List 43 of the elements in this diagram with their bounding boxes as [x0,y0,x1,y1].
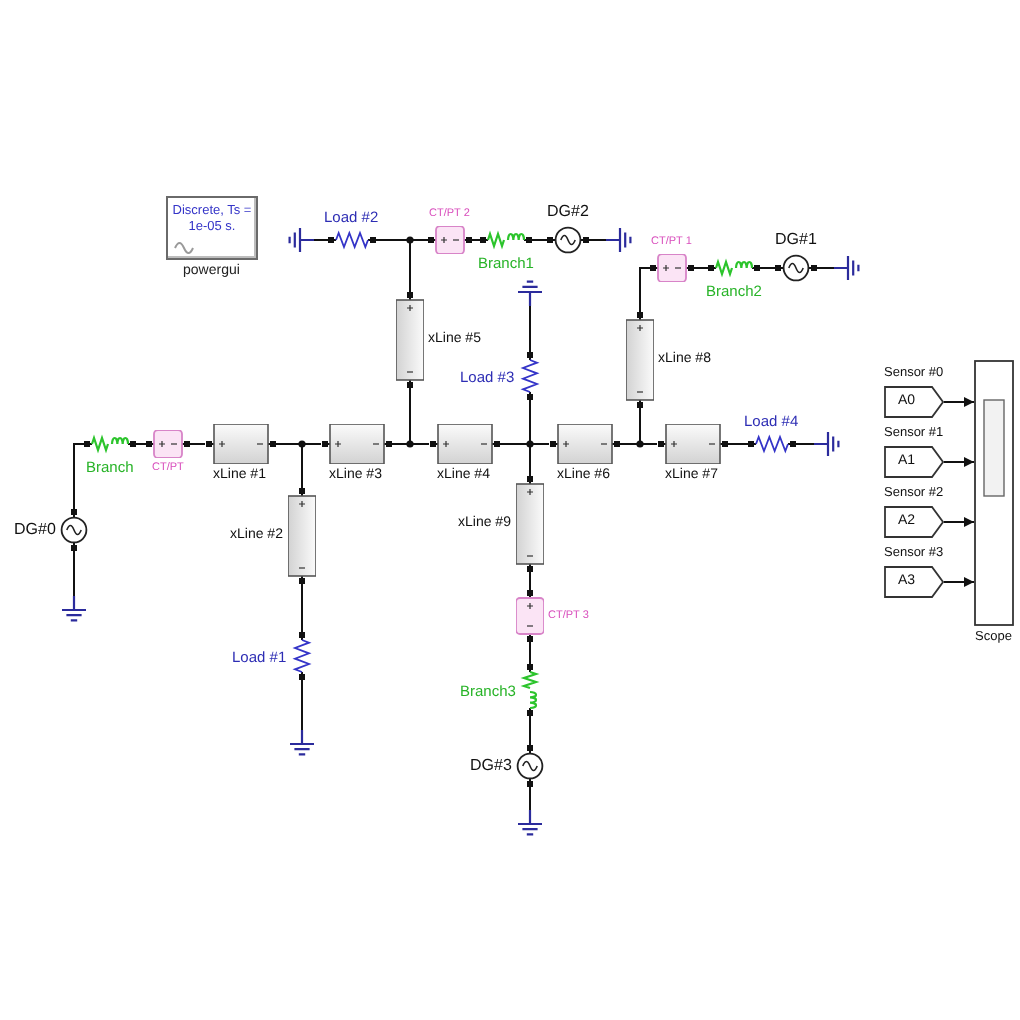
component-label: DG#0 [14,520,56,539]
component-label: DG#3 [470,756,512,775]
arrow [943,457,975,467]
wire [313,239,325,241]
wire [591,239,607,241]
wire [695,267,707,269]
wire [529,573,531,591]
wire [379,239,411,241]
wire [409,239,411,291]
wire [409,443,430,445]
wire [135,443,145,445]
wire [639,267,649,311]
wire [73,553,75,597]
arrow [943,517,975,527]
wire [533,239,545,241]
wire [529,641,531,663]
component-label: DG#2 [547,202,589,221]
wire [473,239,479,241]
arrow [943,397,975,407]
wire [618,443,641,445]
wire [529,401,531,445]
wire [529,443,531,475]
wire [639,409,641,445]
wire [73,443,85,507]
wire [819,267,835,269]
wire [799,443,815,445]
wire [409,389,411,445]
wire [390,443,411,445]
wire [529,789,531,811]
wire [529,443,550,445]
wire [301,585,303,631]
wire [726,443,745,445]
wire [529,305,531,351]
wire [301,443,322,445]
arrow [943,577,975,587]
wire [529,717,531,743]
wire [498,443,531,445]
wire [761,267,773,269]
wire [301,443,303,487]
wire [191,443,206,445]
wire [301,681,303,731]
wire [274,443,303,445]
component-label: DG#1 [775,230,817,249]
